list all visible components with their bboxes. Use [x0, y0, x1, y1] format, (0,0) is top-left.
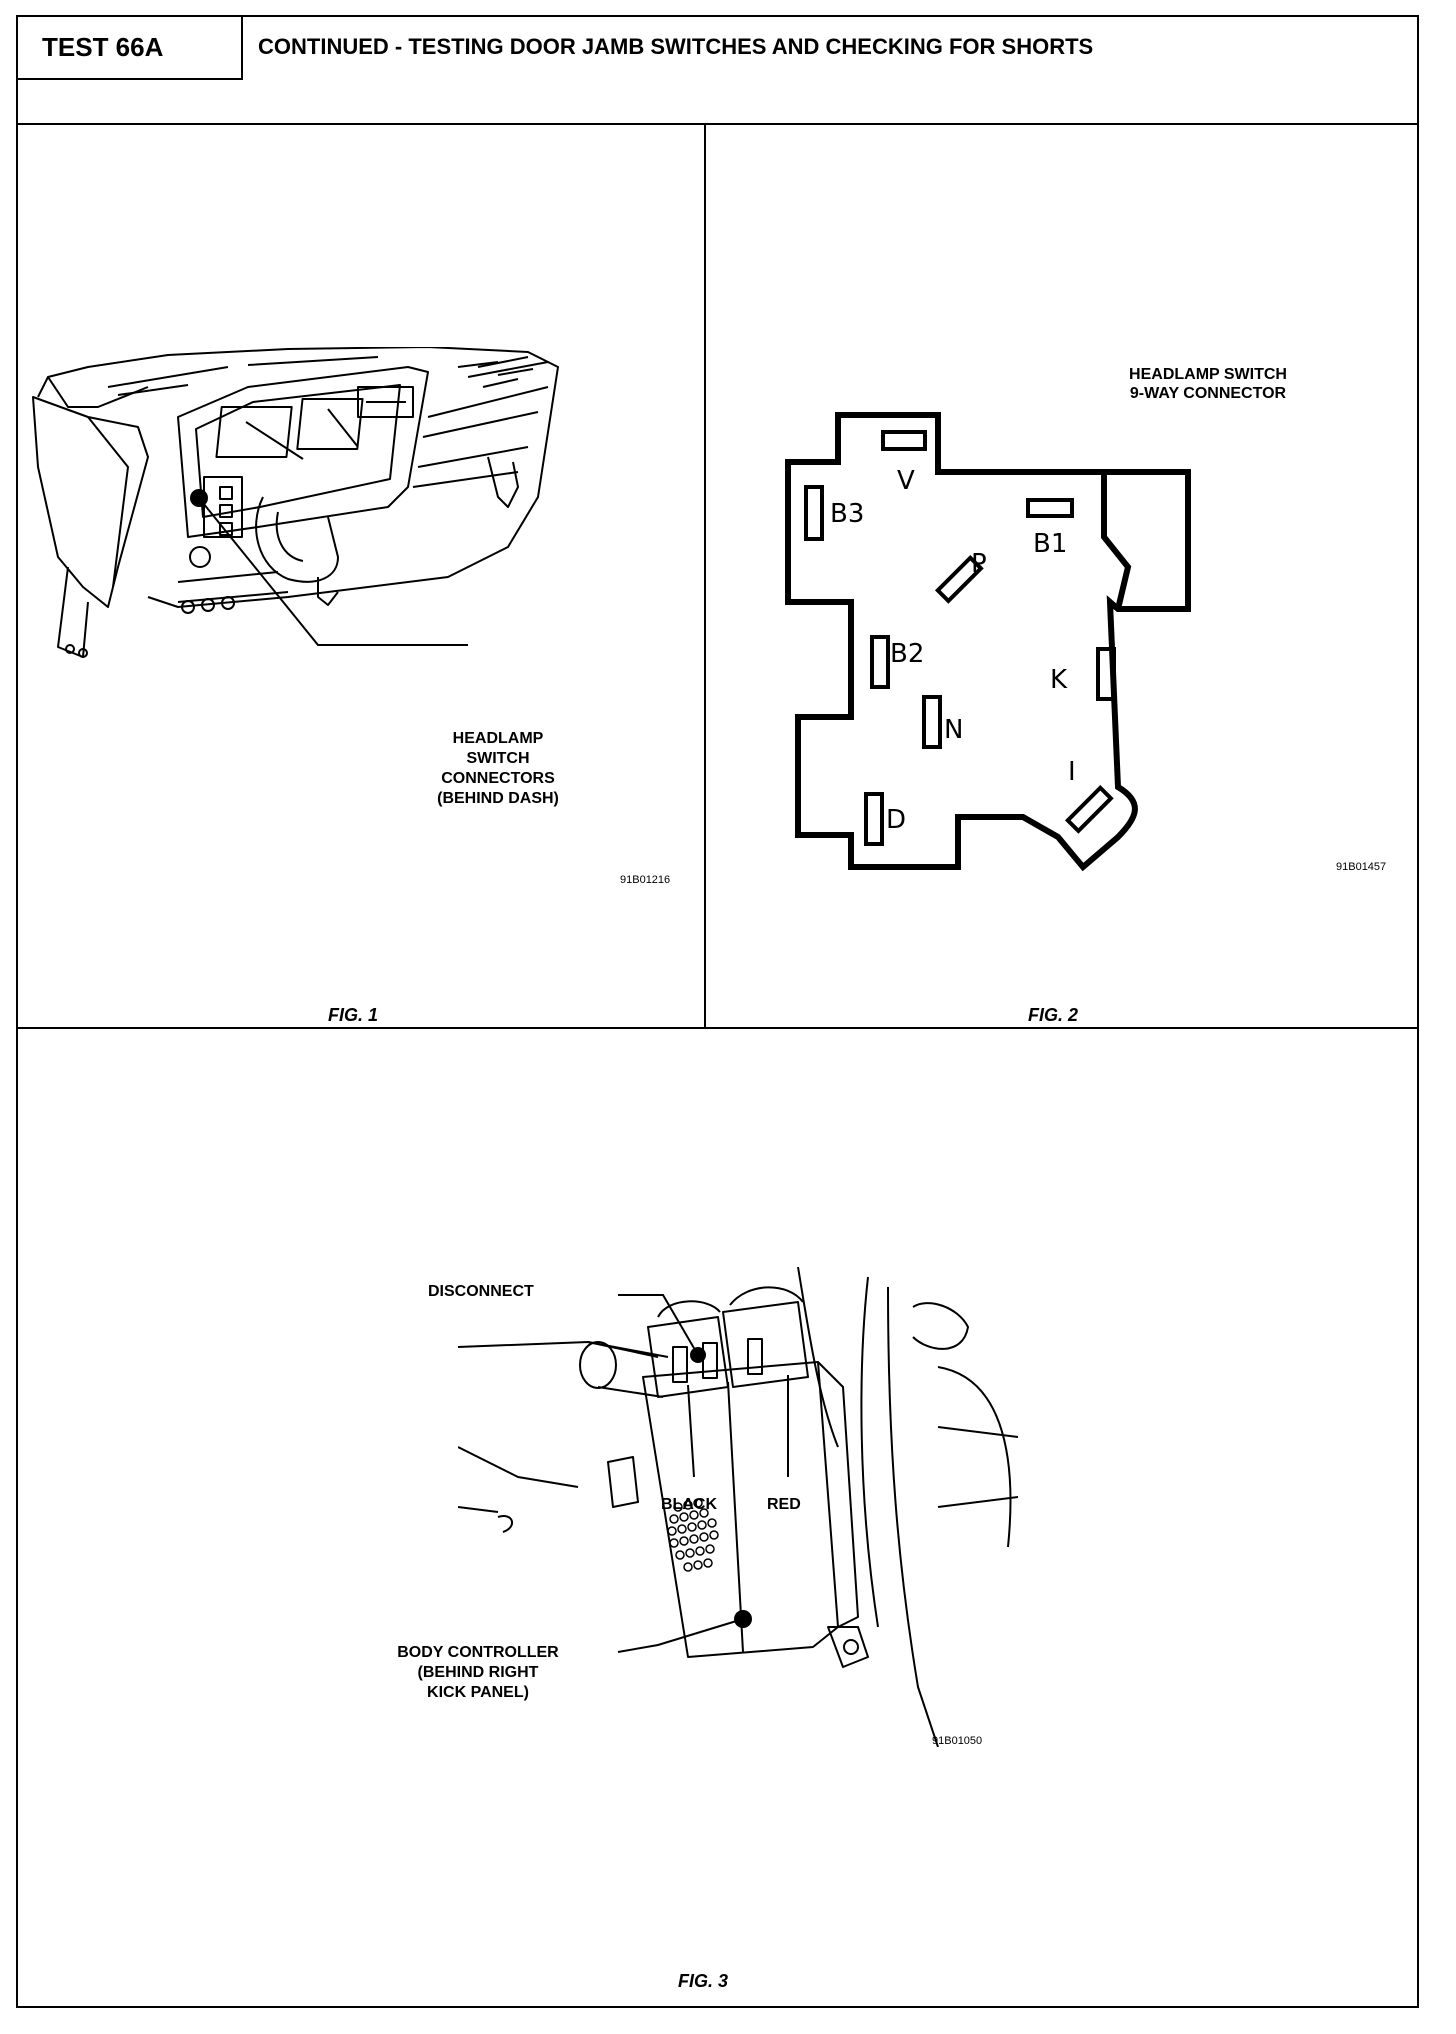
- callout-line: BODY CONTROLLER: [397, 1644, 559, 1661]
- pin-label-i: I: [1068, 757, 1076, 787]
- panel-divider-horizontal: [18, 1027, 1417, 1029]
- callout-line: KICK PANEL): [427, 1684, 529, 1701]
- pin-label-b2: B2: [890, 639, 925, 669]
- fig2-title-line: HEADLAMP SWITCH: [1129, 366, 1287, 383]
- fig2-title-line: 9-WAY CONNECTOR: [1129, 385, 1287, 402]
- pin-label-d: D: [886, 805, 907, 835]
- test-id: TEST 66A: [18, 17, 243, 80]
- callout-line: SWITCH: [466, 750, 530, 767]
- page-header: TEST 66A CONTINUED - TESTING DOOR JAMB S…: [18, 17, 1417, 125]
- fig1-callout: HEADLAMP SWITCH CONNECTORS (BEHIND DASH): [398, 729, 598, 809]
- red-wire-label: RED: [767, 1496, 801, 1513]
- fig2-label: FIG. 2: [1028, 1005, 1079, 1025]
- fig2-title: HEADLAMP SWITCH 9-WAY CONNECTOR: [1108, 365, 1308, 403]
- black-wire-label: BLACK: [661, 1496, 717, 1513]
- callout-line: HEADLAMP: [452, 730, 544, 747]
- procedure-page: TEST 66A CONTINUED - TESTING DOOR JAMB S…: [16, 15, 1419, 2008]
- disconnect-label: DISCONNECT: [428, 1283, 534, 1300]
- fig1-part-number: 91B01216: [620, 874, 671, 886]
- pin-label-k: K: [1050, 665, 1068, 695]
- callout-line: (BEHIND RIGHT: [417, 1664, 539, 1681]
- fig1-label: FIG. 1: [328, 1005, 379, 1025]
- page-title: CONTINUED - TESTING DOOR JAMB SWITCHES A…: [258, 34, 1094, 59]
- pin-label-b3: B3: [830, 499, 865, 529]
- callout-line: CONNECTORS: [441, 770, 555, 787]
- connector-diagram: [785, 412, 1191, 872]
- pin-label-n: N: [944, 715, 964, 745]
- fig3-label: FIG. 3: [678, 1971, 729, 1991]
- dashboard-illustration: [32, 347, 559, 658]
- panel-divider-vertical: [704, 123, 706, 1029]
- fig2-part-number: 91B01457: [1336, 861, 1387, 873]
- fig3-part-number: 91B01050: [932, 1735, 983, 1747]
- body-controller-label: BODY CONTROLLER (BEHIND RIGHT KICK PANEL…: [363, 1643, 593, 1703]
- pin-label-v: V: [897, 466, 915, 496]
- callout-line: (BEHIND DASH): [437, 790, 559, 807]
- pin-label-p: P: [971, 549, 987, 579]
- body-controller-illustration: [458, 1266, 1018, 1747]
- pin-label-b1: B1: [1033, 529, 1068, 559]
